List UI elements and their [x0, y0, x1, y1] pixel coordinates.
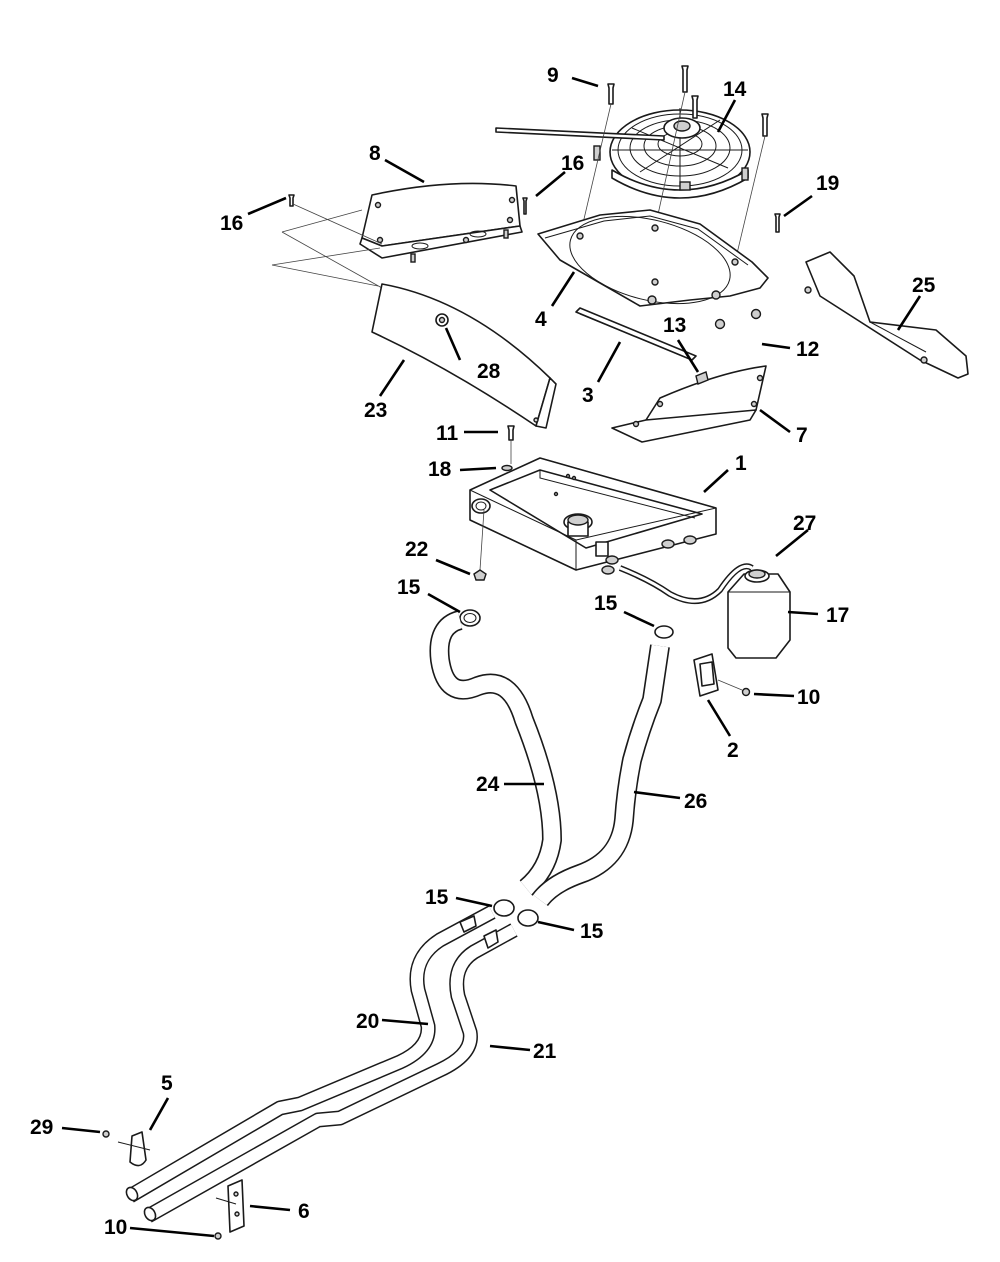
tube-bracket — [215, 1179, 245, 1233]
callout-23: 23 — [364, 399, 387, 422]
callout-10b: 10 — [104, 1216, 127, 1239]
side-baffle-bracket — [611, 365, 767, 443]
drain-plug — [473, 569, 487, 581]
bolt — [522, 197, 528, 215]
tank-bracket — [693, 653, 719, 697]
callout-17: 17 — [826, 604, 849, 627]
lower-baffle — [371, 283, 557, 429]
bolt — [774, 213, 781, 233]
callout-18: 18 — [428, 458, 452, 481]
callout-7: 7 — [796, 424, 808, 447]
callout-25: 25 — [912, 274, 936, 297]
callout-14: 14 — [723, 78, 747, 101]
washer — [501, 464, 513, 472]
hose-clamp — [493, 899, 515, 917]
callout-6: 6 — [298, 1200, 310, 1223]
coolant-overflow-tank — [727, 569, 791, 659]
nut — [714, 318, 726, 330]
coolant-tube-20 — [125, 905, 496, 1203]
side-shield — [804, 251, 969, 379]
upper-baffle-bracket — [359, 182, 523, 263]
callout-21: 21 — [533, 1040, 557, 1063]
callout-19: 19 — [816, 172, 839, 195]
callout-2: 2 — [727, 739, 739, 762]
screw — [102, 1130, 110, 1138]
callout-27: 27 — [793, 512, 816, 535]
cooling-fan — [495, 108, 751, 199]
upper-hose — [429, 610, 562, 896]
tube-clamp — [117, 1131, 151, 1167]
callout-15d: 15 — [580, 920, 604, 943]
callout-8: 8 — [369, 142, 381, 165]
radiator — [469, 457, 717, 575]
coolant-tube-21 — [143, 923, 518, 1223]
callout-11: 11 — [436, 422, 459, 445]
callout-15a: 15 — [397, 576, 421, 599]
fan-bolts — [579, 65, 769, 263]
leader-lines — [61, 76, 922, 1238]
hose-clamp — [459, 609, 481, 627]
bolt — [507, 425, 515, 441]
callout-13: 13 — [663, 314, 686, 337]
callout-15b: 15 — [594, 592, 618, 615]
callout-24: 24 — [476, 773, 500, 796]
hose-clamp — [654, 625, 674, 639]
lower-hose — [532, 644, 670, 907]
bolt — [288, 194, 295, 207]
callout-10a: 10 — [797, 686, 820, 709]
callout-1: 1 — [735, 452, 747, 475]
callout-15c: 15 — [425, 886, 449, 909]
callout-5: 5 — [161, 1072, 173, 1095]
callout-9: 9 — [547, 64, 559, 87]
nut — [750, 308, 762, 320]
callout-16b: 16 — [220, 212, 243, 235]
callout-labels: 1 2 3 4 5 6 7 8 9 10 10 11 12 13 14 15 1… — [30, 64, 936, 1239]
hose-clamp — [517, 909, 539, 927]
screw — [741, 687, 751, 697]
callout-4: 4 — [535, 308, 547, 331]
callout-16a: 16 — [561, 152, 584, 175]
assembly-guide-lines — [271, 203, 383, 289]
callout-3: 3 — [582, 384, 594, 407]
callout-12: 12 — [796, 338, 819, 361]
callout-26: 26 — [684, 790, 707, 813]
seal-strip — [575, 307, 697, 361]
callout-20: 20 — [356, 1010, 379, 1033]
overflow-tube-inner — [619, 564, 753, 603]
fan-shroud — [537, 209, 769, 307]
callout-22: 22 — [405, 538, 428, 561]
callout-28: 28 — [477, 360, 501, 383]
callout-29: 29 — [30, 1116, 53, 1139]
screw — [214, 1232, 222, 1240]
